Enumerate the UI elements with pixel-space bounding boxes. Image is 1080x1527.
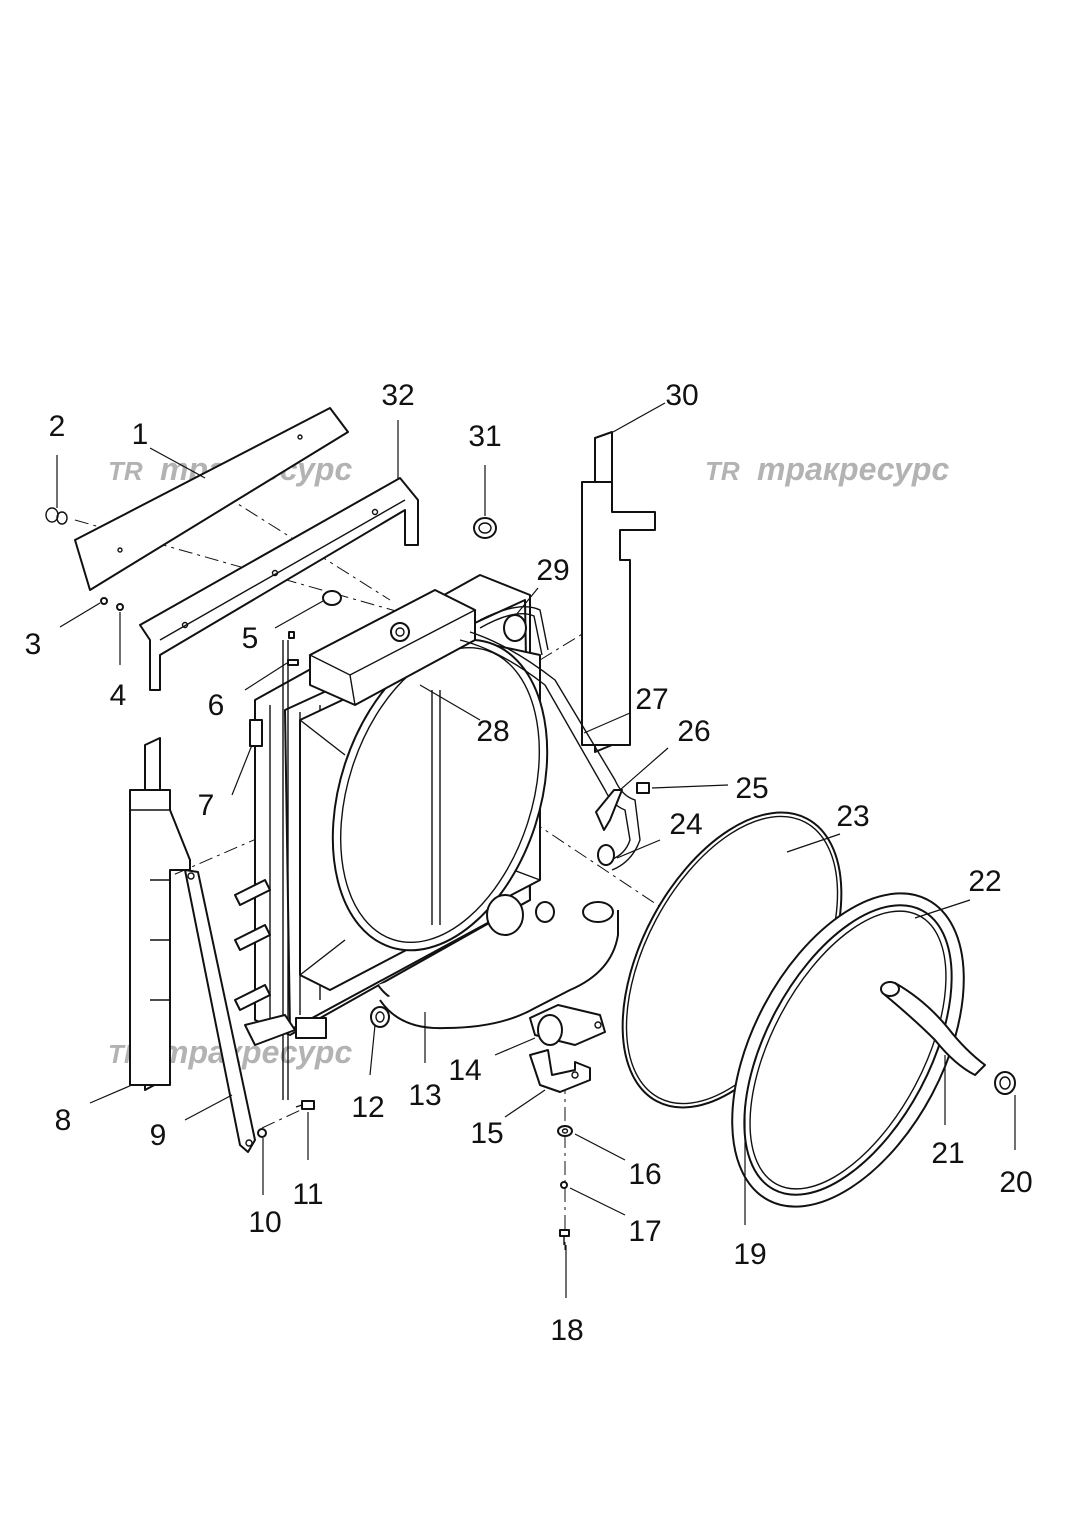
callout-28: 28 [476,715,509,748]
part-support-clamp-upper [529,1004,606,1046]
callout-26: 26 [677,715,710,748]
watermark-logo: TR [108,456,143,486]
part-bolt-11 [295,1100,315,1110]
part-fan-guard-ring [731,892,965,1208]
leader-lines [56,402,1016,1298]
part-fan-shroud [299,638,549,991]
part-hose-clamp-lower [370,1006,390,1028]
watermark-logo: TR [705,456,740,486]
part-bolt-small [100,597,108,605]
part-radiator-side-brackets [234,879,327,1046]
part-top-cover [74,407,349,591]
part-clip-25 [636,782,650,794]
callout-21: 21 [931,1137,964,1170]
callout-25: 25 [735,772,768,805]
part-washer-16 [557,1125,573,1137]
callout-16: 16 [628,1158,661,1191]
callout-2: 2 [49,410,66,443]
part-overflow-pipe [459,631,641,871]
part-support-clamp-lower [529,1049,591,1093]
callout-labels: 1 2 3 4 5 6 7 8 9 10 11 12 13 14 15 16 1… [25,379,1033,1347]
callout-6: 6 [208,689,225,722]
callout-14: 14 [448,1054,481,1087]
callout-20: 20 [999,1166,1032,1199]
callout-23: 23 [836,800,869,833]
part-hose-bend [880,981,986,1076]
callout-32: 32 [381,379,414,412]
part-expansion-tank [308,589,477,706]
callout-15: 15 [470,1117,503,1150]
callout-17: 17 [628,1215,661,1248]
callout-8: 8 [55,1104,72,1137]
part-nut-17 [560,1181,568,1189]
part-bolt-18 [559,1229,570,1245]
callout-9: 9 [150,1119,167,1152]
part-clip [45,507,68,525]
part-lower-hose [377,894,619,1030]
part-upper-pipe [479,605,549,656]
part-upper-bracket [139,477,419,691]
callout-11: 11 [292,1178,323,1211]
callout-19: 19 [733,1238,766,1271]
part-nut-10 [257,1128,267,1138]
callout-27: 27 [635,683,668,716]
callout-18: 18 [550,1314,583,1347]
part-washer-small [116,603,124,611]
watermark-top-right: TR тракресурс [705,451,949,487]
callout-4: 4 [110,679,127,712]
part-stay-rod [184,869,256,1153]
callout-3: 3 [25,628,42,661]
callout-30: 30 [665,379,698,412]
callout-29: 29 [536,554,569,587]
watermark-text: тракресурс [757,451,949,487]
part-left-foam-strip [129,737,191,1091]
callout-12: 12 [351,1091,384,1124]
callout-7: 7 [198,789,215,822]
part-hose-clamp-top [473,517,497,539]
callout-13: 13 [408,1079,441,1112]
callout-22: 22 [968,865,1001,898]
callout-24: 24 [669,808,702,841]
part-hose-clamp-20 [994,1071,1016,1095]
part-right-foam-strip [581,431,656,753]
part-cap [322,590,342,606]
callout-5: 5 [242,622,259,655]
callout-31: 31 [468,420,501,453]
callout-1: 1 [132,418,149,451]
callout-10: 10 [248,1206,281,1239]
part-bolt-6 [287,631,299,666]
